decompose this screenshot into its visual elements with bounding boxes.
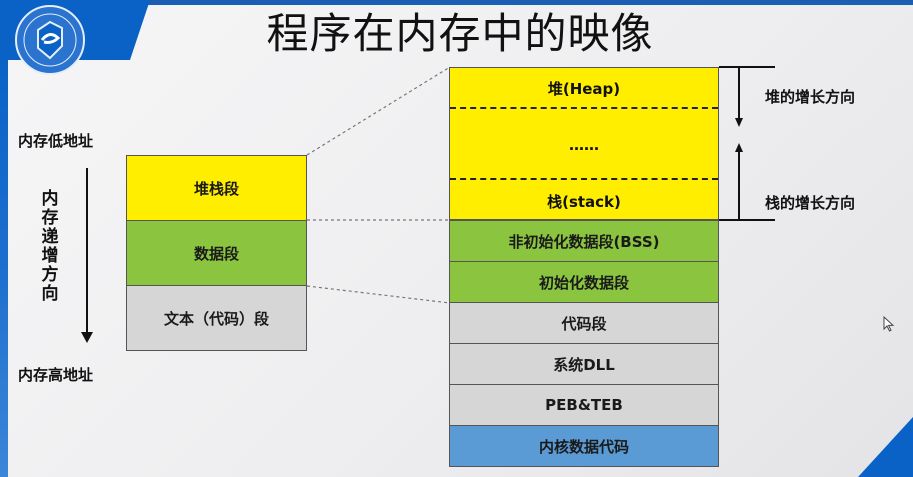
left-segment-text: 文本（代码）段 xyxy=(126,285,307,351)
stack-label: 栈(stack) xyxy=(547,193,621,211)
initialized-data-segment: 初始化数据段 xyxy=(449,261,719,303)
left-blue-band xyxy=(0,55,8,477)
mouse-cursor-icon xyxy=(883,316,895,332)
heap-growth-top-tick xyxy=(719,66,775,68)
system-dll-segment: 系统DLL xyxy=(449,343,719,385)
connector-bottom xyxy=(306,285,451,304)
stack-growth-bottom-tick xyxy=(719,219,775,221)
memory-high-address-label: 内存高地址 xyxy=(18,366,94,384)
arrow-down-icon xyxy=(735,118,743,127)
memory-low-address-label: 内存低地址 xyxy=(18,132,94,150)
stack-growth-label: 栈的增长方向 xyxy=(765,194,856,212)
arrow-down-icon xyxy=(81,332,93,343)
heap-boundary-dashed-line xyxy=(450,107,718,109)
left-segment-stack-heap: 堆栈段 xyxy=(126,155,307,221)
heap-growth-line xyxy=(738,66,740,118)
kernel-data-code-segment: 内核数据代码 xyxy=(449,425,719,467)
connector-top xyxy=(306,66,451,156)
memory-direction-arrow-line xyxy=(86,168,88,333)
bss-segment: 非初始化数据段(BSS) xyxy=(449,220,719,262)
ellipsis-label: …… xyxy=(569,136,599,154)
memory-increase-direction-label: 内存递增方向 xyxy=(41,189,59,304)
stack-growth-line xyxy=(738,151,740,220)
code-segment: 代码段 xyxy=(449,302,719,344)
heap-growth-label: 堆的增长方向 xyxy=(765,88,856,106)
heap-label: 堆(Heap) xyxy=(547,80,621,98)
stack-boundary-dashed-line xyxy=(450,178,718,180)
school-logo-icon xyxy=(15,5,85,75)
peb-teb-segment: PEB&TEB xyxy=(449,384,719,426)
arrow-up-icon xyxy=(735,143,743,152)
heap-stack-region xyxy=(449,67,719,220)
page-title: 程序在内存中的映像 xyxy=(266,9,654,58)
left-segment-data: 数据段 xyxy=(126,220,307,286)
top-accent-bar xyxy=(0,0,913,5)
